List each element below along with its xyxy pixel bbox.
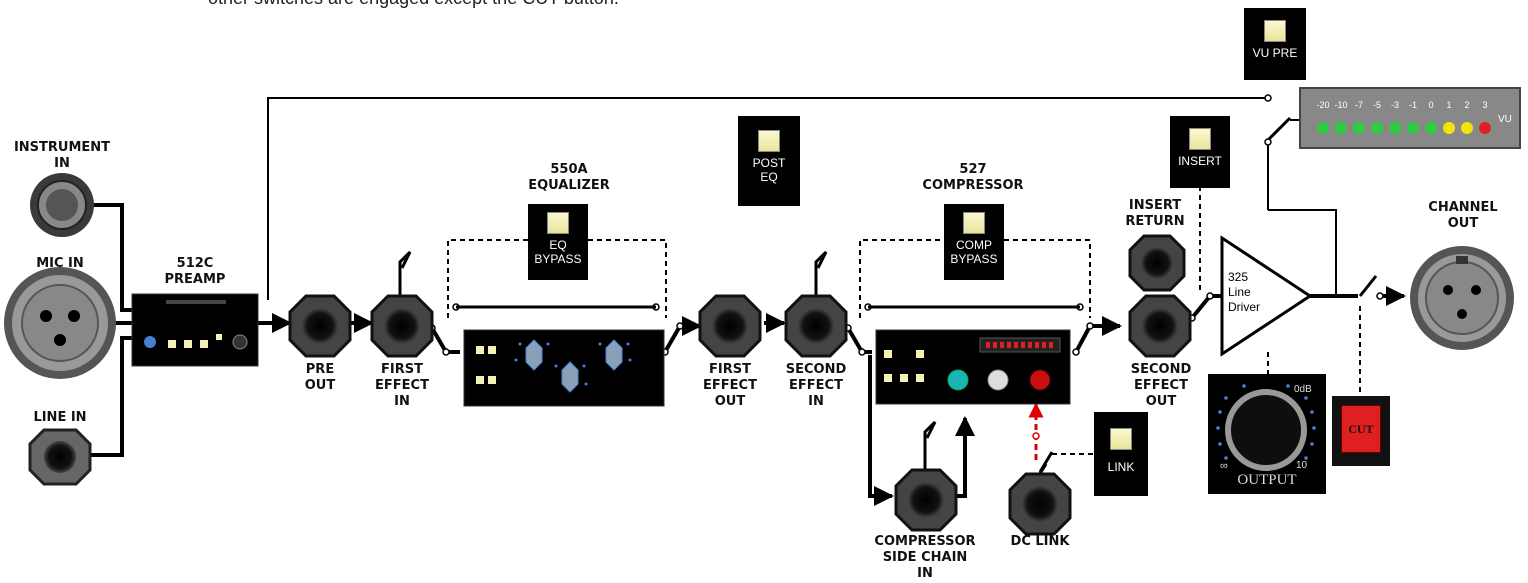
output-label: OUTPUT — [1237, 472, 1297, 488]
insert-label: INSERT — [1178, 154, 1222, 168]
vu-unit-label: VU — [1498, 114, 1512, 125]
line-driver-325 — [1220, 235, 1313, 357]
vu-meter — [1299, 87, 1521, 149]
second-effect-in-jack[interactable] — [784, 294, 848, 358]
preamp-512c-panel — [131, 293, 259, 367]
insert-lamp — [1189, 128, 1211, 150]
post-eq-button[interactable]: POST EQ — [738, 116, 800, 206]
eq-bypass-lamp — [547, 212, 569, 234]
comp-side-chain-in-label: COMPRESSOR SIDE CHAIN IN — [874, 534, 976, 581]
first-effect-out-jack[interactable] — [698, 294, 762, 358]
vu-scale-tick: -20 — [1316, 100, 1330, 110]
compressor-527-panel — [875, 329, 1071, 405]
line-in-jack[interactable] — [28, 428, 92, 486]
vu-scale-tick: 0 — [1428, 100, 1434, 110]
vu-led — [1371, 122, 1383, 134]
link-button[interactable]: LINK — [1094, 412, 1148, 496]
vu-scale-tick: -10 — [1334, 100, 1348, 110]
eq-bypass-label: EQ BYPASS — [534, 238, 582, 266]
vu-scale-tick: -5 — [1372, 100, 1381, 110]
output-scale-min: ∞ — [1220, 460, 1228, 472]
insert-button[interactable]: INSERT — [1170, 116, 1230, 188]
insert-return-label: INSERT RETURN — [1125, 198, 1185, 229]
vu-led — [1335, 122, 1347, 134]
vu-scale-tick: 2 — [1464, 100, 1470, 110]
line-driver-label: 325 Line Driver — [1228, 270, 1260, 314]
cut-label: CUT — [1341, 405, 1381, 453]
dc-link-jack[interactable] — [1008, 472, 1072, 536]
second-effect-out-jack[interactable] — [1128, 294, 1192, 358]
vu-led — [1389, 122, 1401, 134]
dc-link-label: DC LINK — [1010, 534, 1070, 549]
vu-scale-tick: -3 — [1390, 100, 1399, 110]
instrument-in-jack[interactable] — [30, 173, 94, 237]
line-in-label: LINE IN — [33, 410, 87, 425]
dc-link-arrow — [1028, 402, 1044, 460]
vu-led — [1443, 122, 1455, 134]
instrument-in-label: INSTRUMENT IN — [13, 140, 111, 171]
preamp-title: 512C PREAMP — [164, 256, 226, 287]
second-effect-out-label: SECOND EFFECT OUT — [1130, 362, 1192, 409]
first-effect-in-label: FIRST EFFECT IN — [375, 362, 429, 409]
eq-title: 550A EQUALIZER — [528, 162, 610, 193]
vu-pre-label: VU PRE — [1252, 46, 1298, 60]
comp-bypass-button[interactable]: COMP BYPASS — [944, 204, 1004, 280]
eq-550a-panel — [463, 329, 665, 407]
pre-out-jack[interactable] — [288, 294, 352, 358]
channel-out-xlr[interactable] — [1410, 246, 1514, 350]
comp-side-chain-in-jack[interactable] — [894, 468, 958, 532]
vu-scale-tick: -1 — [1408, 100, 1417, 110]
vu-pre-button[interactable]: VU PRE — [1244, 8, 1306, 80]
intro-text: other switches are engaged except the CU… — [208, 0, 619, 9]
vu-led — [1461, 122, 1473, 134]
pre-out-label: PRE OUT — [304, 362, 336, 393]
comp-bypass-label: COMP BYPASS — [950, 238, 998, 266]
vu-pre-lamp — [1264, 20, 1286, 42]
output-knob-panel[interactable] — [1208, 374, 1326, 494]
mic-in-xlr[interactable] — [4, 267, 116, 379]
mic-in-label: MIC IN — [36, 256, 84, 271]
post-eq-label: POST EQ — [752, 156, 786, 184]
output-scale-max: 0dB — [1294, 384, 1312, 395]
output-scale-mid: 10 — [1296, 460, 1308, 471]
eq-bypass-button[interactable]: EQ BYPASS — [528, 204, 588, 280]
comp-bypass-lamp — [963, 212, 985, 234]
vu-led — [1317, 122, 1329, 134]
channel-out-label: CHANNEL OUT — [1428, 200, 1498, 231]
vu-scale-tick: 3 — [1482, 100, 1488, 110]
vu-led — [1479, 122, 1491, 134]
post-eq-lamp — [758, 130, 780, 152]
first-effect-in-jack[interactable] — [370, 294, 434, 358]
link-label: LINK — [1107, 460, 1135, 474]
insert-return-jack[interactable] — [1128, 234, 1186, 292]
second-effect-in-label: SECOND EFFECT IN — [785, 362, 847, 409]
vu-led — [1407, 122, 1419, 134]
vu-scale-tick: 1 — [1446, 100, 1452, 110]
dashed-control-lines — [447, 188, 1361, 455]
first-effect-out-label: FIRST EFFECT OUT — [703, 362, 757, 409]
vu-scale-tick: -7 — [1354, 100, 1363, 110]
vu-led — [1425, 122, 1437, 134]
cut-button[interactable]: CUT — [1332, 396, 1390, 466]
link-lamp — [1110, 428, 1132, 450]
vu-led — [1353, 122, 1365, 134]
compressor-title: 527 COMPRESSOR — [922, 162, 1024, 193]
